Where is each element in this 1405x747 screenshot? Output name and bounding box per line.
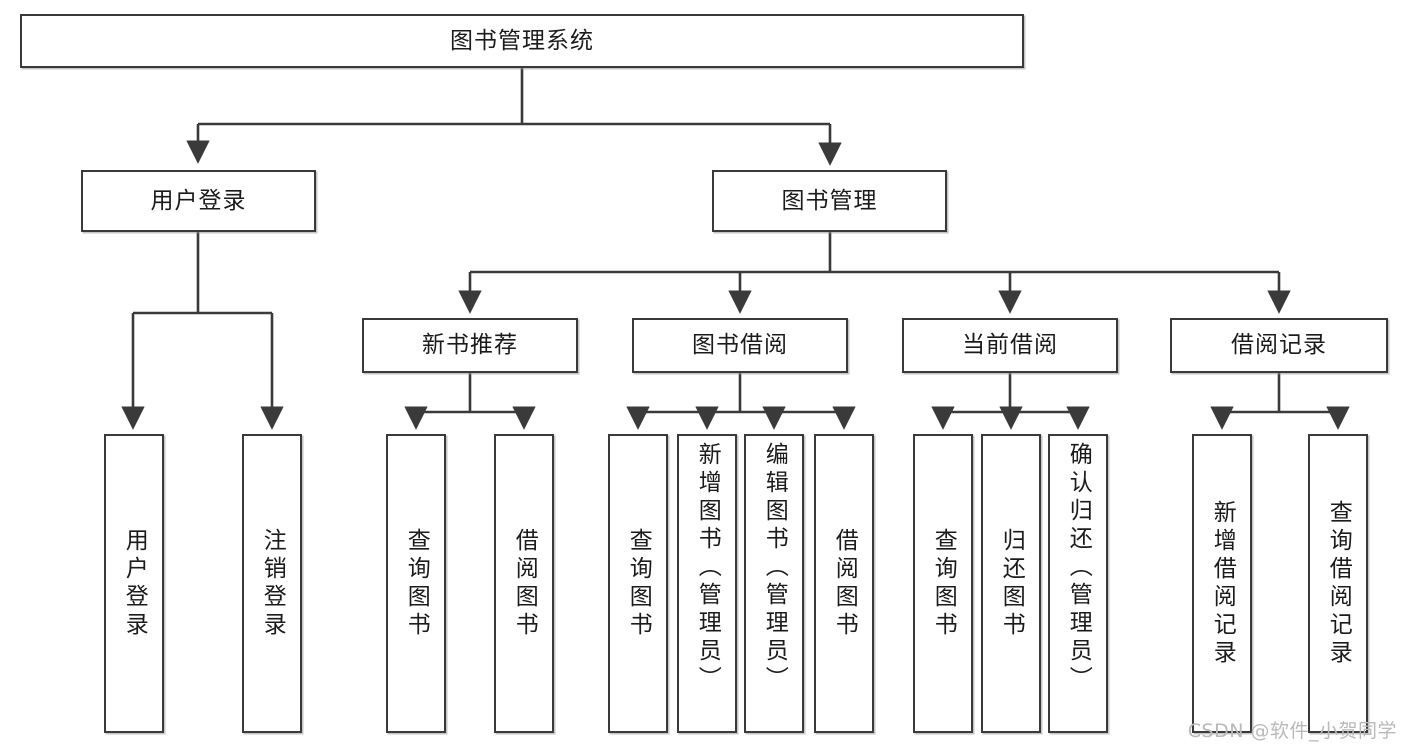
node-label: 归还图书: [998, 527, 1025, 640]
node-label: 编辑图书（管理员）: [761, 442, 788, 694]
node-leaf-add-borrow-record[interactable]: 新增借阅记录: [1192, 434, 1252, 733]
node-label: 注销登录: [259, 527, 286, 640]
node-borrow-record[interactable]: 借阅记录: [1170, 318, 1388, 373]
node-label: 用户登录: [150, 187, 247, 214]
node-leaf-query-book-borrow[interactable]: 查询图书: [608, 434, 668, 733]
node-label: 新增图书（管理员）: [694, 442, 721, 694]
node-leaf-return-book[interactable]: 归还图书: [981, 434, 1041, 733]
node-leaf-query-borrow-record[interactable]: 查询借阅记录: [1308, 434, 1368, 733]
node-label: 查询图书: [625, 527, 652, 640]
node-label: 图书管理系统: [450, 27, 594, 54]
node-leaf-add-book[interactable]: 新增图书（管理员）: [677, 434, 737, 733]
node-book-management[interactable]: 图书管理: [712, 170, 947, 232]
node-label: 查询借阅记录: [1325, 499, 1352, 668]
node-leaf-borrow-book[interactable]: 借阅图书: [814, 434, 874, 733]
node-leaf-query-book-current[interactable]: 查询图书: [913, 434, 973, 733]
node-user-login[interactable]: 用户登录: [81, 170, 316, 232]
node-label: 借阅图书: [511, 527, 538, 640]
node-leaf-confirm-return[interactable]: 确认归还（管理员）: [1048, 434, 1108, 733]
node-label: 用户登录: [121, 527, 148, 640]
node-root-book-management-system[interactable]: 图书管理系统: [20, 14, 1024, 68]
node-label: 查询图书: [403, 527, 430, 640]
node-current-borrow[interactable]: 当前借阅: [902, 318, 1118, 373]
node-leaf-query-book-recommend[interactable]: 查询图书: [386, 434, 446, 733]
node-new-book-recommend[interactable]: 新书推荐: [362, 318, 578, 373]
node-label: 查询图书: [930, 527, 957, 640]
node-label: 确认归还（管理员）: [1065, 442, 1092, 694]
node-label: 新书推荐: [422, 332, 518, 359]
node-label: 图书管理: [781, 187, 878, 214]
node-leaf-user-login[interactable]: 用户登录: [104, 434, 164, 733]
node-label: 当前借阅: [962, 332, 1058, 359]
node-leaf-borrow-book-recommend[interactable]: 借阅图书: [494, 434, 554, 733]
node-leaf-edit-book[interactable]: 编辑图书（管理员）: [744, 434, 804, 733]
node-label: 借阅记录: [1231, 332, 1327, 359]
node-label: 新增借阅记录: [1209, 499, 1236, 668]
node-book-borrow[interactable]: 图书借阅: [632, 318, 848, 373]
node-label: 借阅图书: [831, 527, 858, 640]
node-label: 图书借阅: [692, 332, 788, 359]
node-leaf-user-logout[interactable]: 注销登录: [242, 434, 302, 733]
